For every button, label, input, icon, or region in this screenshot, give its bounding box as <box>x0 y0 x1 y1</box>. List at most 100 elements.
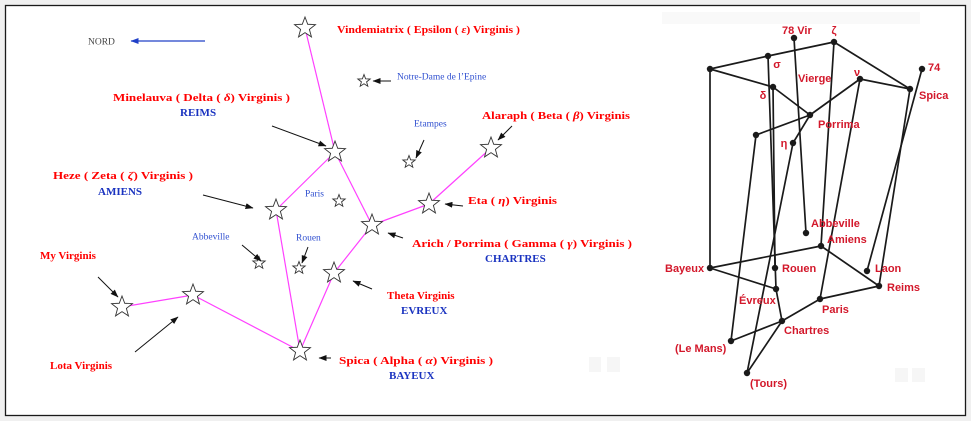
label-bayeux: Bayeux <box>665 263 705 275</box>
label-text: ) Virginis ) <box>133 170 193 182</box>
figure-frame <box>4 4 967 417</box>
star-etampes-icon <box>401 154 417 169</box>
arrow-icon <box>415 139 425 159</box>
place-notre-dame: Notre-Dame de l’Epine <box>397 73 486 83</box>
arrow-icon <box>202 194 254 210</box>
label-vindemiatrix: Vindemiatrix ( Epsilon ( ε) Virginis ) <box>337 24 520 36</box>
edge <box>793 37 807 234</box>
edge <box>772 86 811 116</box>
edge <box>819 78 861 300</box>
projection-diagram: 78 Vir ζ σ Vierge ν 74 Spica δ Porrima η… <box>665 25 949 390</box>
label-text: Heze ( Zeta ( <box>53 170 128 182</box>
node-laon <box>863 267 871 275</box>
label-74: 74 <box>928 62 941 74</box>
line-lota-my <box>121 294 194 308</box>
label-vierge: Vierge <box>798 73 831 85</box>
edge <box>755 114 811 136</box>
node-unlabeled-west <box>752 131 760 139</box>
node-spica <box>906 85 914 93</box>
label-laon: Laon <box>875 263 902 275</box>
label-eta: Eta ( η) Virginis <box>468 195 558 207</box>
edge <box>781 298 821 322</box>
label-text: ) Virginis <box>580 110 631 122</box>
arrow-icon <box>271 125 327 147</box>
edge <box>859 78 911 90</box>
edge <box>746 142 794 374</box>
edge <box>792 114 811 144</box>
label-gamma: Arich / Porrima ( Gamma ( γ) Virginis ) <box>412 238 632 250</box>
node-paris <box>816 295 824 303</box>
label-zeta: Heze ( Zeta ( ζ) Virginis ) <box>53 170 193 182</box>
line-spica-lota <box>192 294 301 352</box>
node-amiens <box>817 242 825 250</box>
node-le-mans <box>727 337 735 345</box>
diagram-nodes <box>706 34 926 377</box>
city-evreux: EVREUX <box>401 305 448 317</box>
line-zeta-spica <box>275 209 301 352</box>
city-chartres: CHARTRES <box>485 253 546 265</box>
star-my-icon <box>110 294 134 317</box>
node-evreux <box>772 285 780 293</box>
node-unlabeled-northwest <box>706 65 714 73</box>
label-tours: (Tours) <box>750 378 787 390</box>
city-bayeux: BAYEUX <box>389 370 434 382</box>
diagram-labels: 78 Vir ζ σ Vierge ν 74 Spica δ Porrima η… <box>665 25 949 390</box>
watermark-left-b <box>607 357 620 372</box>
place-stars <box>251 73 417 275</box>
label-porrima: Porrima <box>818 119 860 131</box>
virgo-stars <box>110 15 503 361</box>
edge <box>746 320 783 374</box>
star-beta-icon <box>479 135 503 158</box>
star-vindemiatrix-icon <box>293 15 317 38</box>
arrow-icon <box>134 316 179 353</box>
pointer-arrows <box>97 78 513 361</box>
node-tours <box>743 369 751 377</box>
edge <box>709 68 774 88</box>
arrow-icon <box>497 125 513 141</box>
label-text: Minelauva ( Delta ( <box>113 92 224 104</box>
node-porrima <box>806 111 814 119</box>
city-reims: REIMS <box>180 107 216 119</box>
edge <box>730 320 783 342</box>
place-etampes: Etampes <box>414 120 447 130</box>
edge <box>820 41 835 247</box>
node-rouen <box>771 264 779 272</box>
label-delta: δ <box>760 90 767 102</box>
arrow-icon <box>387 232 404 239</box>
edge <box>820 245 880 287</box>
label-text: ) Virginis ) <box>466 24 520 36</box>
label-chartres: Chartres <box>784 325 829 337</box>
node-eta <box>789 139 797 147</box>
line-theta-spica <box>299 272 335 352</box>
edge <box>709 55 769 70</box>
label-78-vir: 78 Vir <box>782 25 812 37</box>
line-delta-zeta <box>275 151 336 211</box>
label-zeta: ζ <box>831 25 836 37</box>
line-delta-gamma <box>334 151 373 226</box>
watermark-left-a <box>589 357 601 372</box>
star-gamma-icon <box>360 212 384 235</box>
label-reims: Reims <box>887 282 920 294</box>
label-my: My Virginis <box>40 250 97 262</box>
label-text: Vindemiatrix ( Epsilon ( <box>337 24 462 36</box>
edge <box>833 41 911 90</box>
edge <box>775 288 783 322</box>
line-vindemiatrix-delta <box>304 27 336 153</box>
place-abbeville: Abbeville <box>192 233 229 243</box>
label-paris: Paris <box>822 304 849 316</box>
star-rouen-icon <box>291 260 307 275</box>
star-lota-icon <box>181 282 205 305</box>
arrow-icon <box>301 246 309 264</box>
arrow-icon <box>241 244 262 262</box>
greek-letter: β <box>572 110 580 122</box>
star-paris-icon <box>331 193 347 208</box>
watermark-right-a <box>895 368 908 382</box>
label-text: Arich / Porrima ( Gamma ( <box>412 238 567 250</box>
label-theta: Theta Virginis <box>387 290 455 302</box>
label-text: ) Virginis ) <box>231 92 291 104</box>
line-eta-beta <box>428 147 492 205</box>
edge <box>709 267 777 290</box>
label-lota: Lota Virginis <box>50 360 113 372</box>
edge <box>878 88 911 287</box>
label-eta: η <box>781 138 788 150</box>
